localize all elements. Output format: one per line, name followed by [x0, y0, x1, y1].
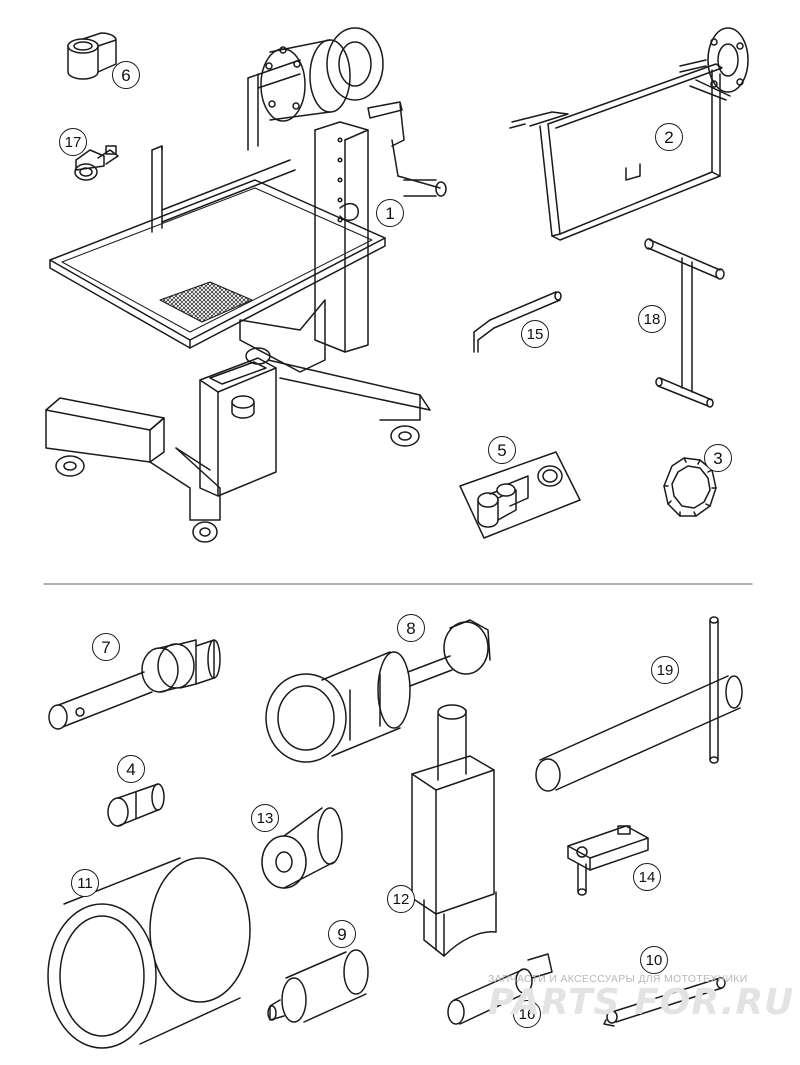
callout-16: 16	[513, 1000, 541, 1028]
callout-3: 3	[704, 444, 732, 472]
part-17-adapter	[74, 145, 119, 181]
callout-14: 14	[633, 863, 661, 891]
part-16-pin-tool	[447, 953, 553, 1025]
callout-15: 15	[521, 320, 549, 348]
part-15-hooked-rod	[473, 291, 562, 353]
part-5-pin-set	[459, 451, 581, 539]
callout-13: 13	[251, 804, 279, 832]
watermark-logo: PARTS FOR.RU	[488, 982, 795, 1023]
callout-12: 12	[387, 885, 415, 913]
watermark-caption: ЗАПЧАСТИ И АКСЕССУАРЫ ДЛЯ МОТОТЕХНИКИ	[488, 973, 748, 985]
callout-8: 8	[397, 614, 425, 642]
part-11-large-sleeve	[47, 857, 251, 1049]
part-14-clamp	[567, 825, 649, 896]
part-6-sleeve	[67, 32, 117, 80]
callout-18: 18	[638, 305, 666, 333]
callout-4: 4	[117, 755, 145, 783]
callout-17: 17	[59, 128, 87, 156]
part-2-mounting-bracket	[509, 27, 749, 241]
callout-7: 7	[92, 633, 120, 661]
part-3-ring	[663, 457, 717, 517]
callout-1: 1	[376, 199, 404, 227]
part-9-stepped-drift	[267, 949, 369, 1023]
part-7-extractor-bolt	[48, 639, 221, 730]
callout-6: 6	[112, 61, 140, 89]
callout-10: 10	[640, 946, 668, 974]
part-8-puller	[265, 619, 491, 763]
callout-9: 9	[328, 920, 356, 948]
callout-5: 5	[488, 436, 516, 464]
callout-11: 11	[71, 869, 99, 897]
part-10-knurled-pin	[603, 977, 726, 1027]
part-13-cone	[261, 807, 343, 889]
part-12-drift	[411, 704, 497, 957]
part-18-t-handle	[644, 238, 725, 408]
callout-19: 19	[651, 656, 679, 684]
part-19-t-puller	[535, 616, 743, 792]
callout-2: 2	[655, 123, 683, 151]
part-1-engine-stand	[45, 27, 447, 543]
part-4-tapered-sleeve	[107, 783, 165, 827]
